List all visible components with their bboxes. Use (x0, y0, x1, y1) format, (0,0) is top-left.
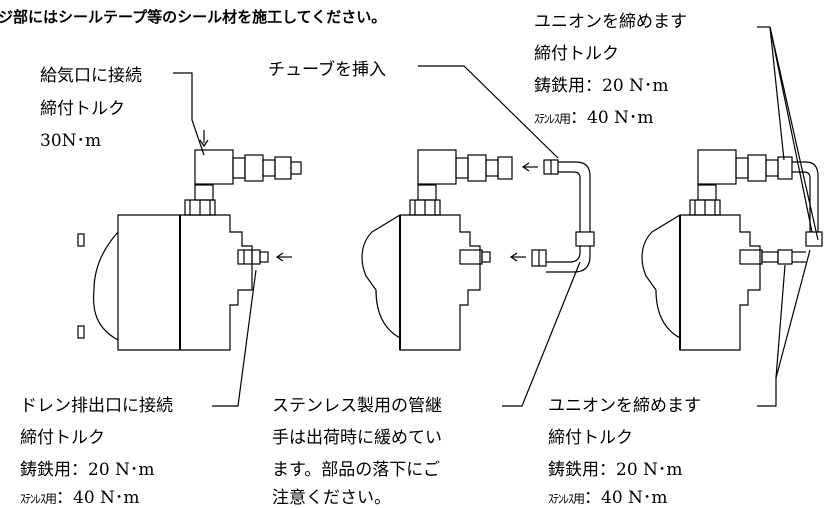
tube-insert-label: チューブを挿入 (268, 60, 386, 80)
union-top-torque-label: 締付トルク (534, 44, 619, 64)
inlet-torque-value: 30N･m (40, 131, 102, 151)
union-top-stainless: ｽﾃﾝﾚｽ用：40 N･m (534, 108, 654, 128)
drain-torque-cast-iron: 鋳鉄用：20 N･m (20, 460, 155, 480)
inlet-torque-label: 締付トルク (40, 99, 125, 119)
union-bottom-label: ユニオンを締めます (548, 396, 701, 416)
union-bottom-stainless: ｽﾃﾝﾚｽ用：40 N･m (548, 488, 668, 508)
ss-note-line1: ステンレス製用の管継 (272, 396, 442, 416)
drain-torque-stainless: ｽﾃﾝﾚｽ用：40 N･m (20, 488, 140, 508)
ss-note-line4: 注意ください。 (272, 488, 391, 508)
trap-unit-3 (641, 149, 823, 351)
inlet-label: 給気口に接続 (40, 66, 142, 86)
ss-note-line3: ます。部品の落下にご (272, 460, 440, 480)
trap-unit-1 (77, 130, 302, 351)
union-bottom-cast-iron: 鋳鉄用：20 N･m (548, 460, 683, 480)
union-bottom-torque-label: 締付トルク (548, 428, 633, 448)
union-top-cast-iron: 鋳鉄用：20 N･m (534, 76, 669, 96)
union-top-label: ユニオンを締めます (534, 12, 687, 32)
ss-note-line2: 手は出荷時に緩めてい (272, 428, 442, 448)
drain-torque-label: 締付トルク (20, 428, 105, 448)
drain-label: ドレン排出口に接続 (20, 396, 173, 416)
header-note: ジ部にはシールテープ等のシール材を施工してください。 (0, 8, 387, 26)
leader-lines (173, 26, 819, 407)
trap-unit-2 (361, 149, 595, 351)
